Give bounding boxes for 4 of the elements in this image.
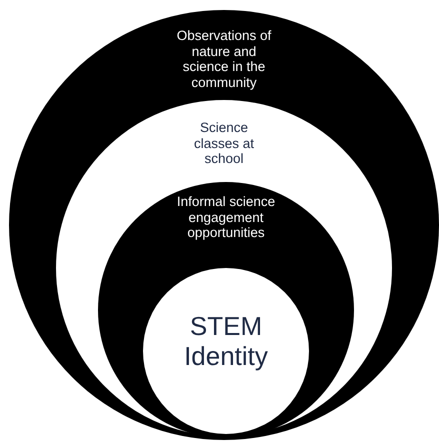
ring-label: STEM Identity: [183, 312, 269, 372]
ring-label: Observations of nature and science in the community: [176, 28, 272, 90]
ring-label: Informal science engagement opportunities: [176, 194, 276, 241]
ring-label: Science classes at school: [192, 120, 256, 167]
